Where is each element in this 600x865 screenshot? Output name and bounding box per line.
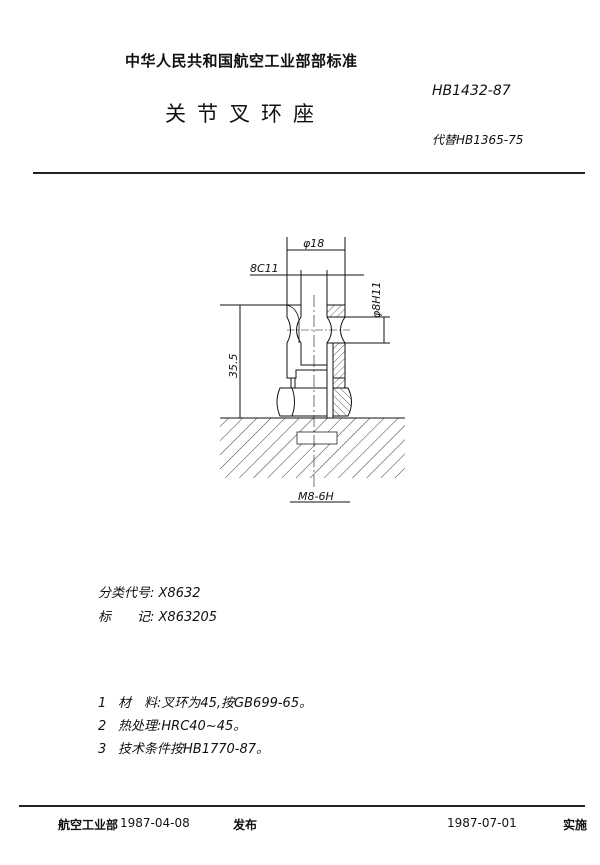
standard-code: HB1432-87 (432, 83, 511, 99)
marking-value: X863205 (158, 610, 218, 625)
dim-bore: φ8H11 (370, 281, 383, 318)
footer-issuer: 航空工业部 (58, 818, 119, 832)
classification-code: 分类代号: X8632 (98, 582, 201, 601)
replaces-standard: 代替HB1365-75 (432, 133, 524, 147)
header-divider (33, 172, 585, 174)
classification-code-label: 分类代号: (98, 586, 155, 601)
marking: 标 记: X863205 (98, 606, 217, 625)
footer-issue-label: 发布 (233, 818, 258, 832)
dim-slot-width: 8C11 (250, 262, 279, 275)
dim-height: 35.5 (227, 354, 240, 379)
footer-issue-date: 1987-04-08 (120, 816, 190, 830)
note-number: 1 (98, 696, 107, 711)
note-number: 3 (98, 742, 107, 757)
footer-effective-date: 1987-07-01 (447, 816, 517, 830)
note-item: 2 热处理:HRC40~45。 (98, 715, 246, 734)
note-text: 技术条件按HB1770-87。 (118, 742, 270, 757)
footer-effective-label: 实施 (563, 818, 588, 832)
classification-code-value: X8632 (158, 586, 201, 601)
note-number: 2 (98, 719, 107, 734)
dim-thread: M8-6H (298, 490, 334, 503)
dim-outer-diameter: φ18 (303, 237, 324, 250)
note-item: 1 材 料:叉环为45,按GB699-65。 (98, 692, 312, 711)
marking-label: 标 记: (98, 610, 155, 625)
note-text: 热处理:HRC40~45。 (118, 719, 247, 734)
footer-divider (19, 805, 585, 807)
note-text: 材 料:叉环为45,按GB699-65。 (118, 696, 313, 711)
organization-heading: 中华人民共和国航空工业部部标准 (125, 52, 358, 70)
technical-drawing: φ18 8C11 φ8H11 35.5 (200, 220, 420, 524)
page-title: 关节叉环座 (165, 102, 325, 126)
note-item: 3 技术条件按HB1770-87。 (98, 738, 269, 757)
